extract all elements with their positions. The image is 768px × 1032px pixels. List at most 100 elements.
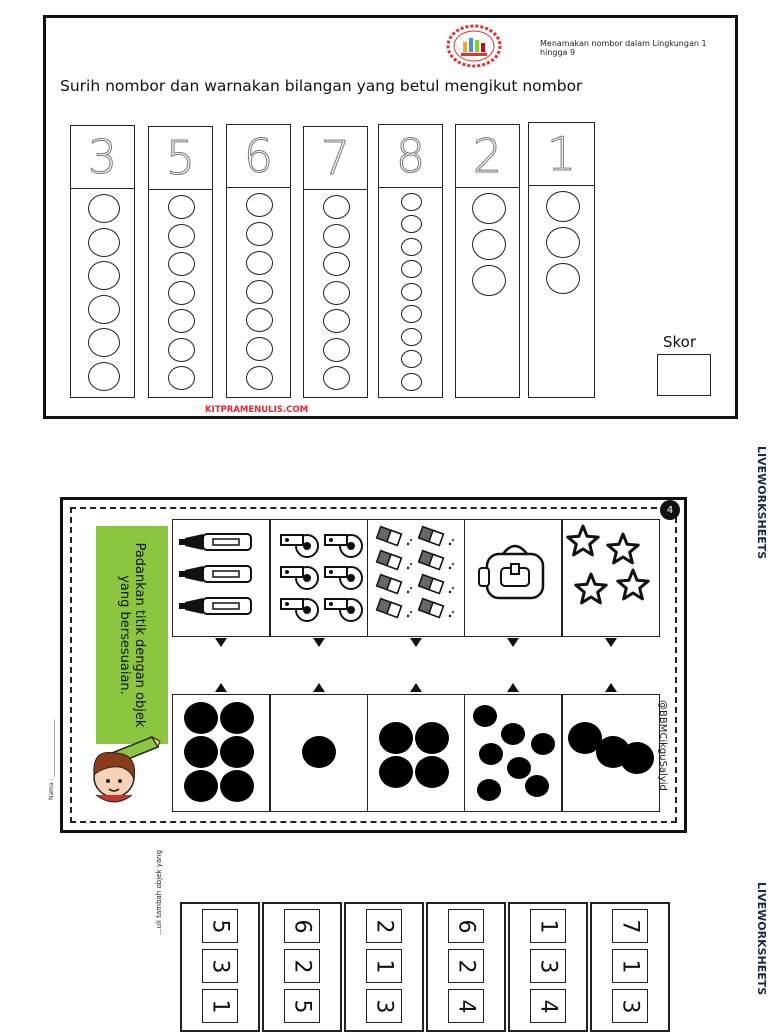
- count-circle[interactable]: [401, 260, 422, 279]
- count-circle[interactable]: [323, 366, 350, 391]
- count-circle[interactable]: [246, 279, 273, 304]
- number-choice-box[interactable]: 1: [366, 949, 402, 983]
- match-arrow-up[interactable]: [605, 683, 617, 692]
- count-circle[interactable]: [168, 195, 195, 219]
- count-circle[interactable]: [246, 193, 273, 217]
- trace-number[interactable]: 3: [87, 130, 118, 185]
- count-dot: [220, 702, 254, 734]
- score-box[interactable]: [657, 354, 711, 396]
- highlighter-icon-group: [179, 533, 252, 615]
- count-dot: [220, 736, 254, 768]
- count-circle[interactable]: [401, 327, 422, 346]
- match-arrow-down[interactable]: [410, 638, 422, 647]
- page-badge: 4: [660, 500, 680, 520]
- count-dot: [477, 779, 501, 801]
- count-circle[interactable]: [246, 250, 273, 275]
- count-circle[interactable]: [545, 191, 580, 222]
- count-circle[interactable]: [87, 261, 120, 290]
- number-choice-box[interactable]: 2: [448, 949, 484, 983]
- count-circle[interactable]: [401, 215, 422, 234]
- number-column-1: 1: [528, 122, 595, 398]
- number-choice-box[interactable]: 4: [448, 989, 484, 1023]
- number-choice-box[interactable]: 3: [366, 989, 402, 1023]
- count-circle[interactable]: [246, 308, 273, 333]
- match-arrow-down[interactable]: [215, 638, 227, 647]
- match-arrow-up[interactable]: [410, 683, 422, 692]
- trace-number-cell: 5: [149, 127, 212, 190]
- count-circle[interactable]: [401, 305, 422, 324]
- trace-number[interactable]: 2: [472, 129, 503, 184]
- count-circle[interactable]: [246, 337, 273, 362]
- count-circle[interactable]: [323, 252, 350, 277]
- count-circle[interactable]: [401, 350, 422, 369]
- choice-number: 4: [453, 999, 479, 1013]
- count-circle[interactable]: [323, 337, 350, 362]
- count-circle[interactable]: [168, 252, 195, 277]
- count-circle[interactable]: [401, 193, 422, 211]
- count-circle[interactable]: [545, 227, 580, 258]
- match-arrow-up[interactable]: [313, 683, 325, 692]
- count-circle[interactable]: [87, 361, 120, 391]
- eraser-icon: [417, 525, 454, 547]
- count-circle[interactable]: [401, 372, 422, 391]
- number-choice-box[interactable]: 6: [284, 909, 320, 943]
- number-choice-box[interactable]: 4: [530, 989, 566, 1023]
- choice-number: 6: [289, 919, 315, 933]
- match-arrow-down[interactable]: [313, 638, 325, 647]
- count-circle[interactable]: [401, 237, 422, 256]
- instruction-banner: Padankan titik dengan objek yang bersesu…: [96, 526, 168, 744]
- count-circle[interactable]: [87, 194, 120, 223]
- number-choice-box[interactable]: 1: [530, 909, 566, 943]
- number-choice-box[interactable]: 6: [448, 909, 484, 943]
- count-circle[interactable]: [168, 223, 195, 248]
- eraser-icon: [417, 573, 454, 595]
- trace-number[interactable]: 5: [165, 131, 196, 186]
- trace-number[interactable]: 1: [546, 127, 577, 182]
- count-circle[interactable]: [168, 366, 195, 391]
- count-circle[interactable]: [401, 282, 422, 301]
- count-circle[interactable]: [471, 265, 506, 296]
- count-circle[interactable]: [87, 328, 120, 357]
- number-choice-box[interactable]: 7: [612, 909, 648, 943]
- count-circle[interactable]: [323, 309, 350, 334]
- match-arrow-down[interactable]: [507, 638, 519, 647]
- count-circle[interactable]: [87, 294, 120, 324]
- backpack-icon: [478, 544, 545, 600]
- number-choice-box[interactable]: 3: [530, 949, 566, 983]
- number-choice-box[interactable]: 2: [284, 949, 320, 983]
- worksheet-instruction: Surih nombor dan warnakan bilangan yang …: [60, 77, 583, 95]
- count-circle[interactable]: [471, 193, 506, 224]
- count-circle[interactable]: [168, 280, 195, 305]
- count-circle[interactable]: [323, 223, 350, 248]
- count-circle[interactable]: [87, 227, 120, 257]
- count-circle[interactable]: [168, 337, 195, 362]
- number-choice-box[interactable]: 2: [366, 909, 402, 943]
- object-cell: [270, 519, 368, 637]
- trace-number[interactable]: 7: [320, 131, 351, 186]
- match-arrow-up[interactable]: [215, 683, 227, 692]
- count-circle[interactable]: [168, 309, 195, 334]
- trace-number[interactable]: 6: [243, 129, 274, 184]
- number-choice-box[interactable]: 1: [612, 949, 648, 983]
- star-icon: [566, 524, 600, 557]
- trace-number[interactable]: 8: [395, 129, 426, 184]
- number-choice-box[interactable]: 3: [612, 989, 648, 1023]
- dot-cell: [367, 694, 465, 812]
- count-circle[interactable]: [323, 195, 350, 219]
- count-circle[interactable]: [545, 263, 580, 294]
- match-arrow-down[interactable]: [605, 638, 617, 647]
- choice-number: 6: [453, 919, 479, 933]
- eraser-icon: [417, 549, 454, 571]
- number-choice-box[interactable]: 5: [284, 989, 320, 1023]
- number-choice-box[interactable]: 1: [202, 989, 238, 1023]
- number-choice-box[interactable]: 5: [202, 909, 238, 943]
- number-choice-box[interactable]: 3: [202, 949, 238, 983]
- match-arrow-up[interactable]: [507, 683, 519, 692]
- count-circle[interactable]: [246, 221, 273, 246]
- count-circle[interactable]: [323, 280, 350, 305]
- trace-number-cell: 2: [456, 125, 519, 188]
- count-dot: [501, 723, 525, 745]
- choice-number: 2: [289, 959, 315, 973]
- count-circle[interactable]: [246, 366, 273, 391]
- count-circle[interactable]: [471, 229, 506, 260]
